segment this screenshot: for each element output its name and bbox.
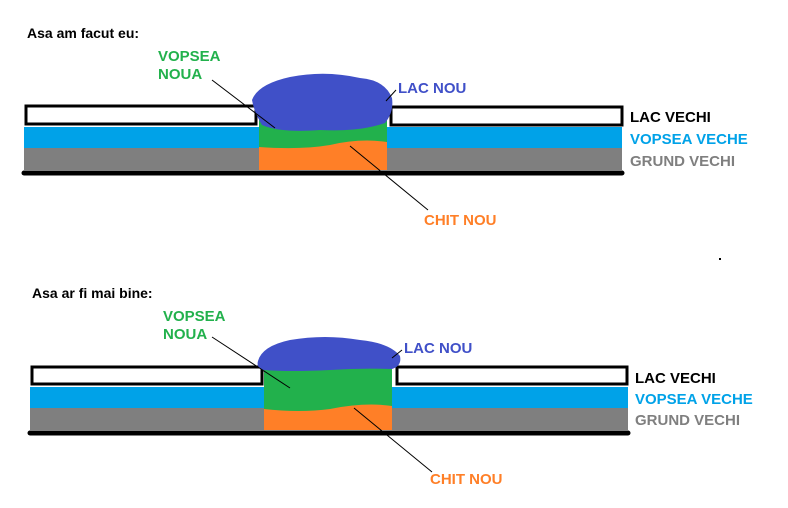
label-new-clearcoat: LAC NOU: [404, 340, 472, 357]
old-clearcoat-right: [389, 105, 624, 127]
new-clearcoat-layer: [257, 337, 401, 371]
panel-current: Asa am facut eu: VOPSEA NOUA LAC NOU LAC…: [21, 25, 748, 229]
label-old-primer: GRUND VECHI: [630, 153, 735, 170]
label-new-filler: CHIT NOU: [424, 212, 497, 229]
old-clearcoat-left: [30, 365, 264, 386]
leader-new-paint: [211, 79, 276, 129]
leader-new-filler: [353, 407, 433, 473]
label-new-paint: VOPSEA: [163, 308, 226, 325]
panel-heading: Asa ar fi mai bine:: [32, 285, 153, 301]
label-old-clearcoat: LAC VECHI: [630, 109, 711, 126]
label-new-paint: NOUA: [158, 66, 202, 83]
leader-new-paint: [211, 336, 291, 389]
leader-new-filler: [349, 145, 429, 211]
label-old-clearcoat: LAC VECHI: [635, 370, 716, 387]
label-old-primer: GRUND VECHI: [635, 412, 740, 429]
label-new-clearcoat: LAC NOU: [398, 80, 466, 97]
label-old-paint: VOPSEA VECHE: [635, 391, 753, 408]
old-clearcoat-right: [395, 365, 629, 386]
label-new-paint: NOUA: [163, 326, 207, 343]
label-old-paint: VOPSEA VECHE: [630, 131, 748, 148]
leader-new-clearcoat: [391, 349, 403, 359]
label-new-filler: CHIT NOU: [430, 471, 503, 488]
stray-dot: [719, 258, 721, 260]
new-paint-layer: [264, 362, 392, 411]
old-clearcoat-left: [24, 104, 258, 126]
label-new-paint: VOPSEA: [158, 48, 221, 65]
panel-heading: Asa am facut eu:: [27, 25, 139, 41]
panel-better: Asa ar fi mai bine: VOPSEA NOUA LAC NOU …: [27, 285, 753, 488]
leader-new-clearcoat: [385, 89, 397, 102]
new-clearcoat-layer: [252, 73, 393, 131]
